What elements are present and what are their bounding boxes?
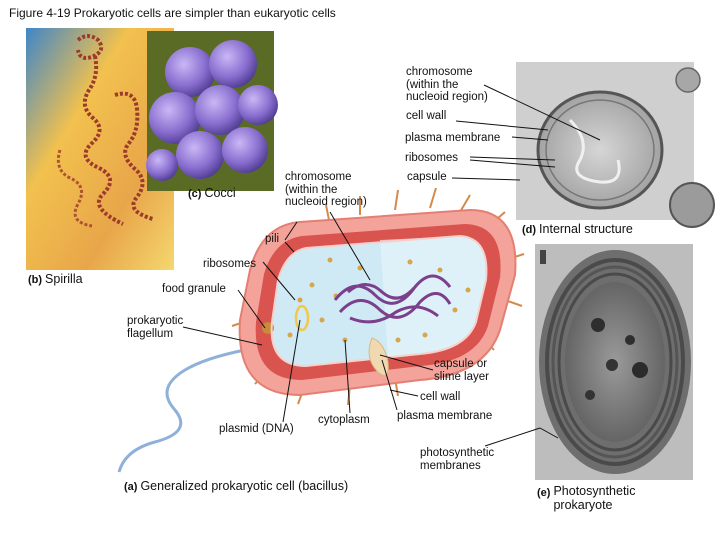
label-a-chromosome: chromosome (within the nucleoid region) bbox=[285, 171, 367, 208]
label-a-plasma-membrane: plasma membrane bbox=[397, 410, 493, 422]
label-a-food-granule: food granule bbox=[162, 283, 226, 295]
figure-title: Figure 4-19 Prokaryotic cells are simple… bbox=[9, 6, 336, 20]
caption-a-text: Generalized prokaryotic cell (bacillus) bbox=[140, 479, 349, 493]
label-d-capsule: capsule bbox=[407, 171, 447, 183]
label-a-pili: pili bbox=[265, 233, 280, 245]
caption-c-text: Cocci bbox=[204, 186, 236, 200]
label-a-cell-wall: cell wall bbox=[420, 391, 461, 403]
caption-c-cocci: (c)Cocci bbox=[188, 186, 236, 201]
caption-a-bacillus: (a)Generalized prokaryotic cell (bacillu… bbox=[124, 479, 348, 494]
photosynthetic-prokaryote-micrograph bbox=[535, 244, 693, 480]
label-d-ribosomes: ribosomes bbox=[405, 152, 459, 164]
label-a-flagellum: prokaryotic flagellum bbox=[127, 315, 184, 340]
caption-b-text: Spirilla bbox=[45, 272, 83, 286]
label-d-chromosome: chromosome (within the nucleoid region) bbox=[406, 66, 488, 103]
caption-c-letter: (c) bbox=[188, 188, 202, 200]
caption-d-internal-structure: (d)Internal structure bbox=[522, 222, 633, 237]
label-a-plasmid: plasmid (DNA) bbox=[219, 423, 294, 435]
label-d-plasma-membrane: plasma membrane bbox=[405, 132, 501, 144]
label-d-cell-wall: cell wall bbox=[406, 110, 447, 122]
caption-b-spirilla: (b)Spirilla bbox=[28, 272, 83, 287]
leader-lines bbox=[182, 84, 601, 447]
caption-d-letter: (d) bbox=[522, 224, 537, 236]
caption-e-photosynthetic: (e)Photosynthetic prokaryote bbox=[537, 484, 635, 512]
caption-e-letter: (e) bbox=[537, 487, 551, 499]
label-e-photosynthetic-membranes: photosynthetic membranes bbox=[420, 447, 495, 472]
caption-a-letter: (a) bbox=[124, 481, 138, 493]
caption-e-text: Photosynthetic prokaryote bbox=[553, 484, 636, 512]
label-a-cytoplasm: cytoplasm bbox=[318, 414, 370, 426]
bacillus-illustration bbox=[117, 187, 525, 473]
internal-structure-micrograph bbox=[516, 62, 715, 228]
caption-b-letter: (b) bbox=[28, 274, 43, 286]
label-a-capsule-slime-layer: capsule or slime layer bbox=[434, 358, 489, 383]
cocci-micrograph bbox=[146, 31, 278, 191]
label-a-ribosomes: ribosomes bbox=[203, 258, 257, 270]
caption-d-text: Internal structure bbox=[539, 222, 633, 236]
